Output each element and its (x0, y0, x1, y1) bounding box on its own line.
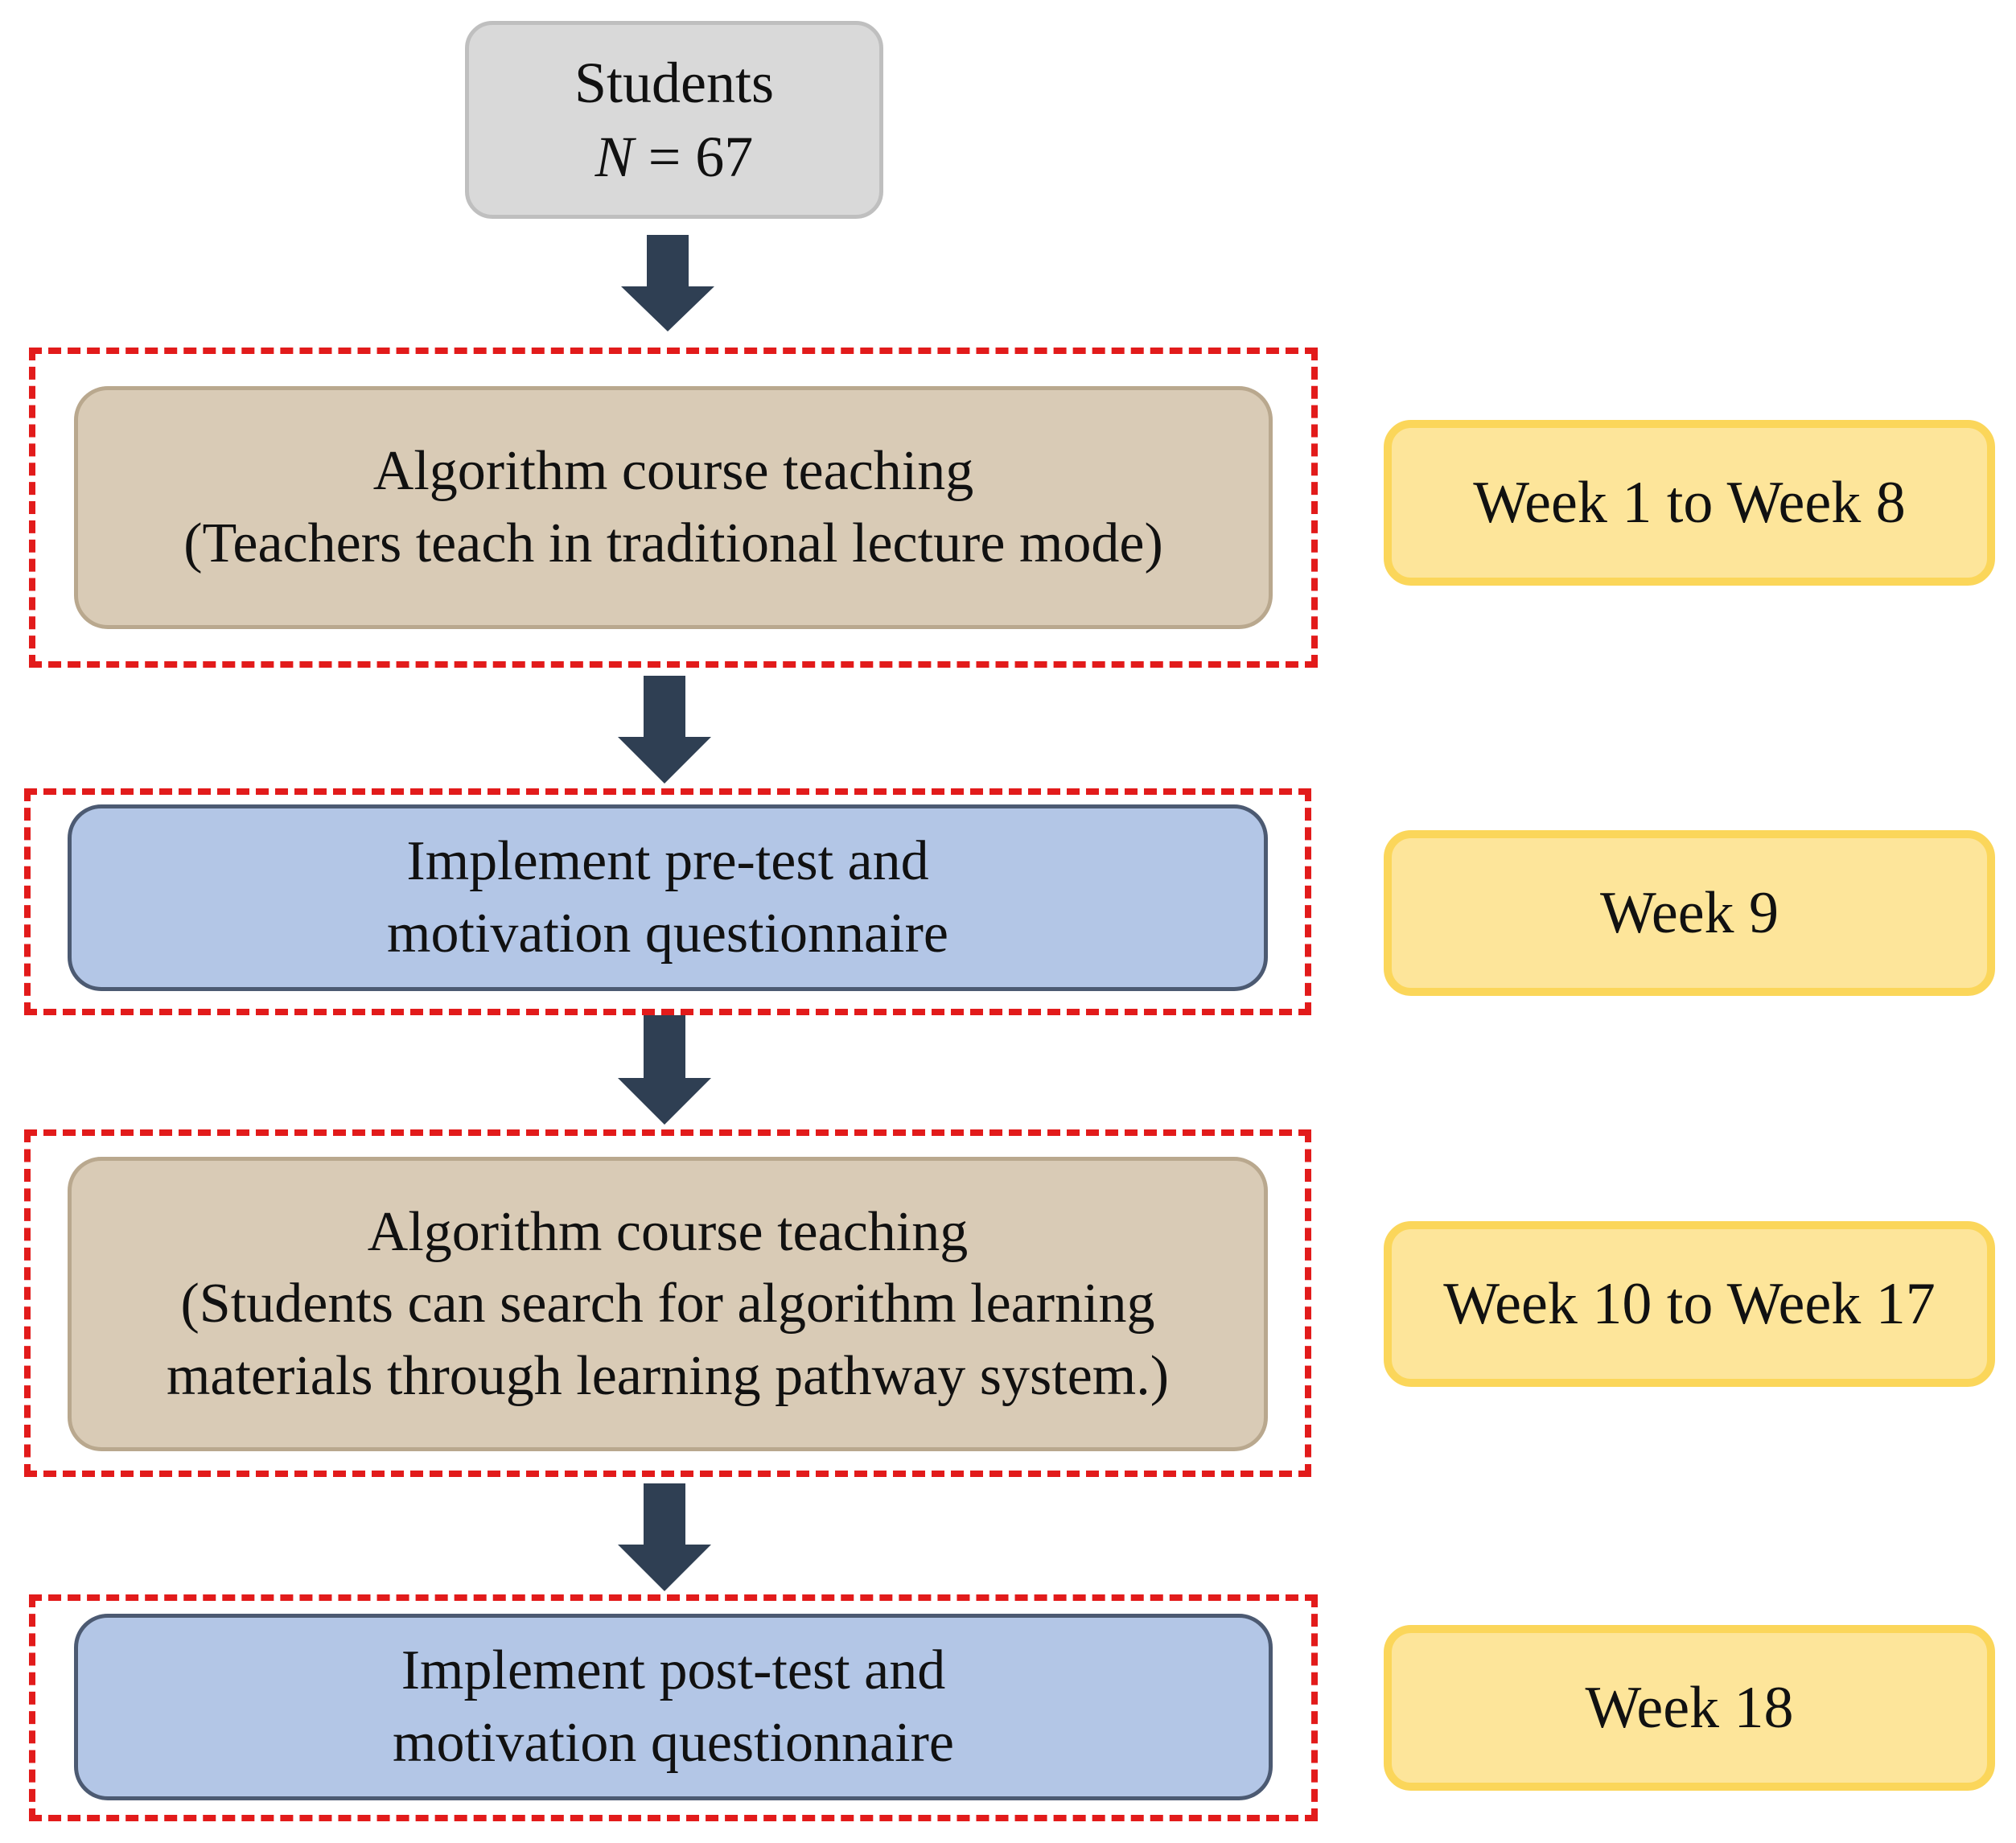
students-label: Students (574, 50, 775, 115)
step-pretest-questionnaire: Implement pre-test and motivation questi… (68, 804, 1268, 991)
arrow-down-icon (618, 1015, 711, 1125)
week-label-1: Week 1 to Week 8 (1384, 420, 1995, 586)
step-title: Algorithm course teaching (372, 440, 974, 503)
phase-frame-4 (29, 1594, 1318, 1821)
sample-size-variable: N (595, 125, 634, 189)
step-traditional-teaching: Algorithm course teaching (Teachers teac… (74, 386, 1273, 629)
step-detail: materials through learning pathway syste… (166, 1344, 1170, 1407)
arrow-down-icon (618, 1483, 711, 1591)
sample-size-value: = 67 (633, 125, 754, 189)
step-title: Algorithm course teaching (367, 1200, 969, 1263)
step-posttest-questionnaire: Implement post-test and motivation quest… (74, 1614, 1273, 1800)
week-label-4: Week 18 (1384, 1625, 1995, 1791)
arrow-down-icon (621, 235, 714, 331)
step-title: Implement post-test and (401, 1639, 946, 1702)
step-detail: (Teachers teach in traditional lecture m… (183, 512, 1163, 574)
step-detail: (Students can search for algorithm learn… (180, 1273, 1155, 1335)
phase-frame-1 (29, 348, 1318, 668)
phase-frame-2 (24, 788, 1311, 1015)
sample-size: N = 67 (595, 120, 754, 194)
students-node: Students N = 67 (465, 21, 883, 219)
week-label-3: Week 10 to Week 17 (1384, 1221, 1995, 1387)
step-detail: motivation questionnaire (387, 903, 948, 965)
arrow-down-icon (618, 676, 711, 784)
phase-frame-3 (24, 1129, 1311, 1477)
week-label-2: Week 9 (1384, 830, 1995, 996)
step-detail: motivation questionnaire (393, 1712, 954, 1774)
step-pathway-teaching: Algorithm course teaching (Students can … (68, 1157, 1268, 1451)
step-title: Implement pre-test and (406, 830, 929, 893)
